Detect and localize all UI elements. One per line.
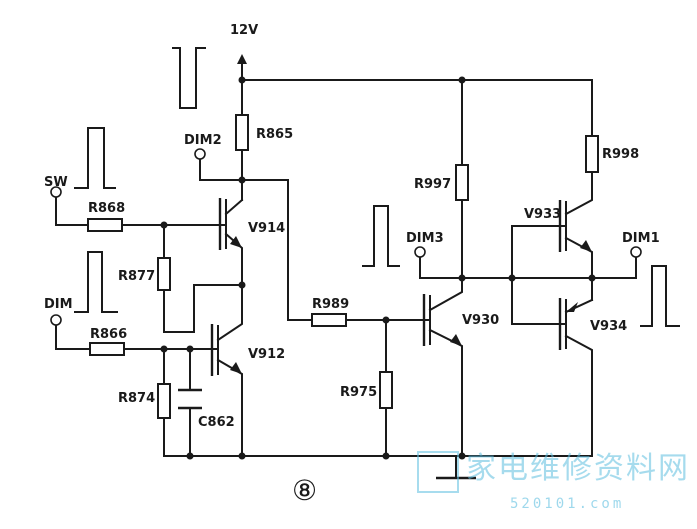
label-dim3: DIM3: [406, 231, 444, 246]
resistor-r975: [379, 371, 393, 409]
terminal-dim3: [414, 246, 426, 258]
pulse-sw-icon: [74, 127, 116, 189]
terminal-dim2: [194, 148, 206, 160]
resistor-r866: [89, 342, 125, 356]
terminals: [50, 54, 642, 326]
label-v930: V930: [462, 313, 499, 328]
label-r997: R997: [414, 177, 451, 192]
pulse-dim1-icon: [640, 265, 680, 327]
resistor-r998: [585, 135, 599, 173]
resistor-r997: [455, 164, 469, 201]
watermark-url: 520101.com: [510, 496, 624, 512]
label-r975: R975: [340, 385, 377, 400]
resistor-r877: [157, 257, 171, 291]
labels: 12V R865 DIM2 SW R868 V914 R877 DIM R866…: [44, 23, 660, 430]
resistor-r865: [235, 114, 249, 151]
label-v912: V912: [248, 347, 285, 362]
junction-dots: [160, 76, 596, 460]
capacitor-c862: [178, 388, 202, 410]
label-dim2: DIM2: [184, 133, 222, 148]
label-r866: R866: [90, 327, 127, 342]
label-v914: V914: [248, 221, 285, 236]
label-12v: 12V: [230, 23, 258, 38]
label-r998: R998: [602, 147, 639, 162]
waveforms: [74, 47, 680, 327]
label-r877: R877: [118, 269, 155, 284]
watermark: 家电维修资料网 520101.com: [417, 451, 690, 512]
terminal-dim1: [630, 246, 642, 258]
label-r865: R865: [256, 127, 293, 142]
label-r874: R874: [118, 391, 155, 406]
pulse-v930-icon: [362, 205, 400, 267]
watermark-text: 家电维修资料网: [466, 451, 690, 486]
transistor-bars: [210, 198, 562, 376]
figure-number: ⑧: [292, 474, 317, 507]
resistor-r874: [157, 383, 171, 419]
emitter-arrows: [230, 236, 592, 374]
label-v933: V933: [524, 207, 561, 222]
terminal-sw: [50, 186, 62, 198]
resistor-bodies: [87, 114, 599, 419]
label-dim1: DIM1: [622, 231, 660, 246]
terminal-dim: [50, 314, 62, 326]
pulse-12v-icon: [172, 47, 206, 109]
label-sw: SW: [44, 175, 68, 190]
label-dim: DIM: [44, 297, 73, 312]
pulse-dim-icon: [74, 251, 118, 313]
label-c862: C862: [198, 415, 235, 430]
label-r989: R989: [312, 297, 349, 312]
supply-arrow-icon: [237, 54, 247, 64]
resistor-r989: [311, 313, 347, 327]
label-v934: V934: [590, 319, 627, 334]
resistor-r868: [87, 218, 123, 232]
label-r868: R868: [88, 201, 125, 216]
